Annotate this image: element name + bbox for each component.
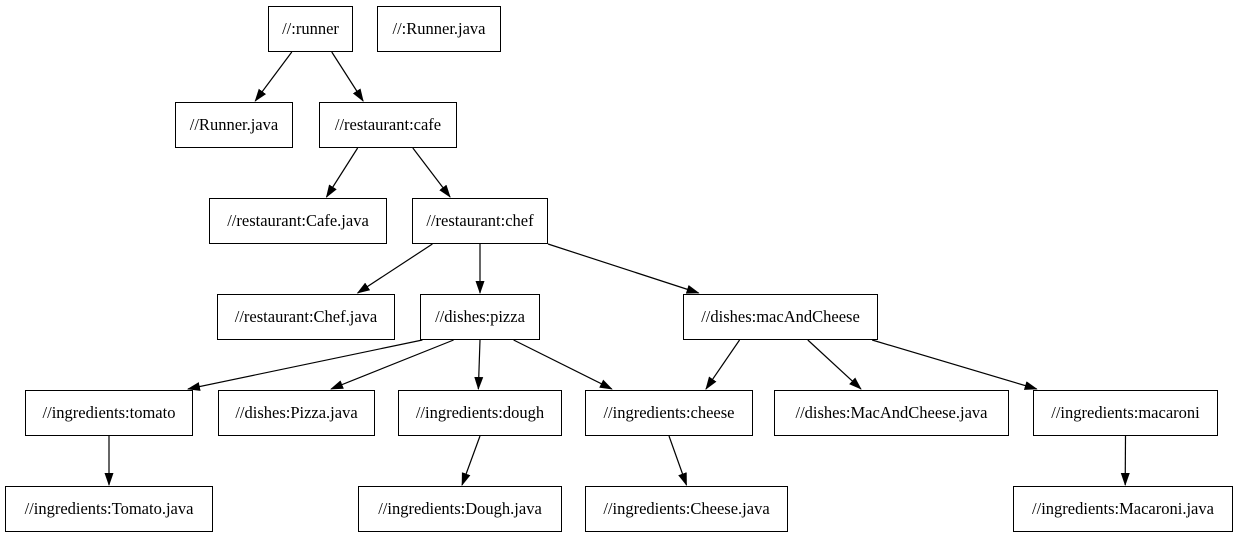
graph-node-mac_java: //dishes:MacAndCheese.java	[774, 390, 1009, 436]
graph-node-label: //restaurant:Cafe.java	[227, 210, 369, 230]
graph-node-runner_java: //Runner.java	[175, 102, 293, 148]
edge-mac-to-mac_java	[807, 339, 862, 390]
graph-node-chef_java: //restaurant:Chef.java	[217, 294, 395, 340]
edge-mac-to-macaroni	[871, 339, 1038, 390]
edge-cheese-to-cheese_java	[668, 435, 688, 486]
edge-runner-to-runner_java	[254, 51, 293, 102]
edge-pizza-to-cheese	[513, 339, 613, 390]
graph-node-label: //restaurant:Chef.java	[234, 306, 378, 326]
graph-node-cafe: //restaurant:cafe	[319, 102, 457, 148]
graph-node-chef: //restaurant:chef	[412, 198, 548, 244]
graph-node-label: //restaurant:cafe	[334, 114, 442, 134]
edge-cafe-to-cafe_java	[325, 147, 359, 198]
edge-dough-to-dough_java	[461, 435, 481, 486]
graph-node-label: //dishes:MacAndCheese.java	[795, 402, 988, 422]
graph-node-label: //dishes:macAndCheese	[701, 306, 860, 326]
graph-node-label: //ingredients:Macaroni.java	[1032, 498, 1214, 518]
graph-node-cheese: //ingredients:cheese	[585, 390, 753, 436]
graph-node-label: //ingredients:macaroni	[1051, 402, 1200, 422]
edge-pizza-to-pizza_java	[330, 339, 454, 390]
graph-node-tomato_java: //ingredients:Tomato.java	[5, 486, 213, 532]
graph-node-mac: //dishes:macAndCheese	[683, 294, 878, 340]
graph-node-label: //ingredients:dough	[415, 402, 545, 422]
edge-mac-to-cheese	[705, 339, 741, 390]
graph-node-label: //ingredients:Dough.java	[378, 498, 542, 518]
graph-node-pizza: //dishes:pizza	[420, 294, 540, 340]
graph-node-label: //restaurant:chef	[426, 210, 534, 230]
graph-node-label: //dishes:pizza	[435, 306, 525, 326]
graph-node-tomato: //ingredients:tomato	[25, 390, 193, 436]
graph-node-label: //:runner	[282, 18, 339, 38]
graph-node-label: //ingredients:Tomato.java	[24, 498, 194, 518]
graph-node-macaroni_java: //ingredients:Macaroni.java	[1013, 486, 1233, 532]
graph-node-cheese_java: //ingredients:Cheese.java	[585, 486, 788, 532]
graph-node-cafe_java: //restaurant:Cafe.java	[209, 198, 387, 244]
graph-node-label: //ingredients:cheese	[603, 402, 735, 422]
graph-node-dough_java: //ingredients:Dough.java	[358, 486, 562, 532]
edge-cafe-to-chef	[412, 147, 451, 198]
graph-node-label: //:Runner.java	[392, 18, 486, 38]
edge-chef-to-mac	[547, 243, 700, 294]
graph-node-label: //ingredients:Cheese.java	[603, 498, 770, 518]
graph-node-dough: //ingredients:dough	[398, 390, 562, 436]
graph-node-pizza_java: //dishes:Pizza.java	[218, 390, 375, 436]
edge-pizza-to-dough	[474, 339, 484, 390]
graph-node-label: //ingredients:tomato	[42, 402, 176, 422]
edge-chef-to-chef_java	[356, 243, 433, 294]
graph-node-label: //dishes:Pizza.java	[235, 402, 358, 422]
edge-group	[104, 51, 1130, 486]
graph-node-label: //Runner.java	[189, 114, 279, 134]
graph-node-macaroni: //ingredients:macaroni	[1033, 390, 1218, 436]
graph-node-runner: //:runner	[268, 6, 353, 52]
graph-node-runner_java_src: //:Runner.java	[377, 6, 501, 52]
edge-pizza-to-tomato	[186, 339, 423, 391]
edge-runner-to-cafe	[331, 51, 364, 102]
